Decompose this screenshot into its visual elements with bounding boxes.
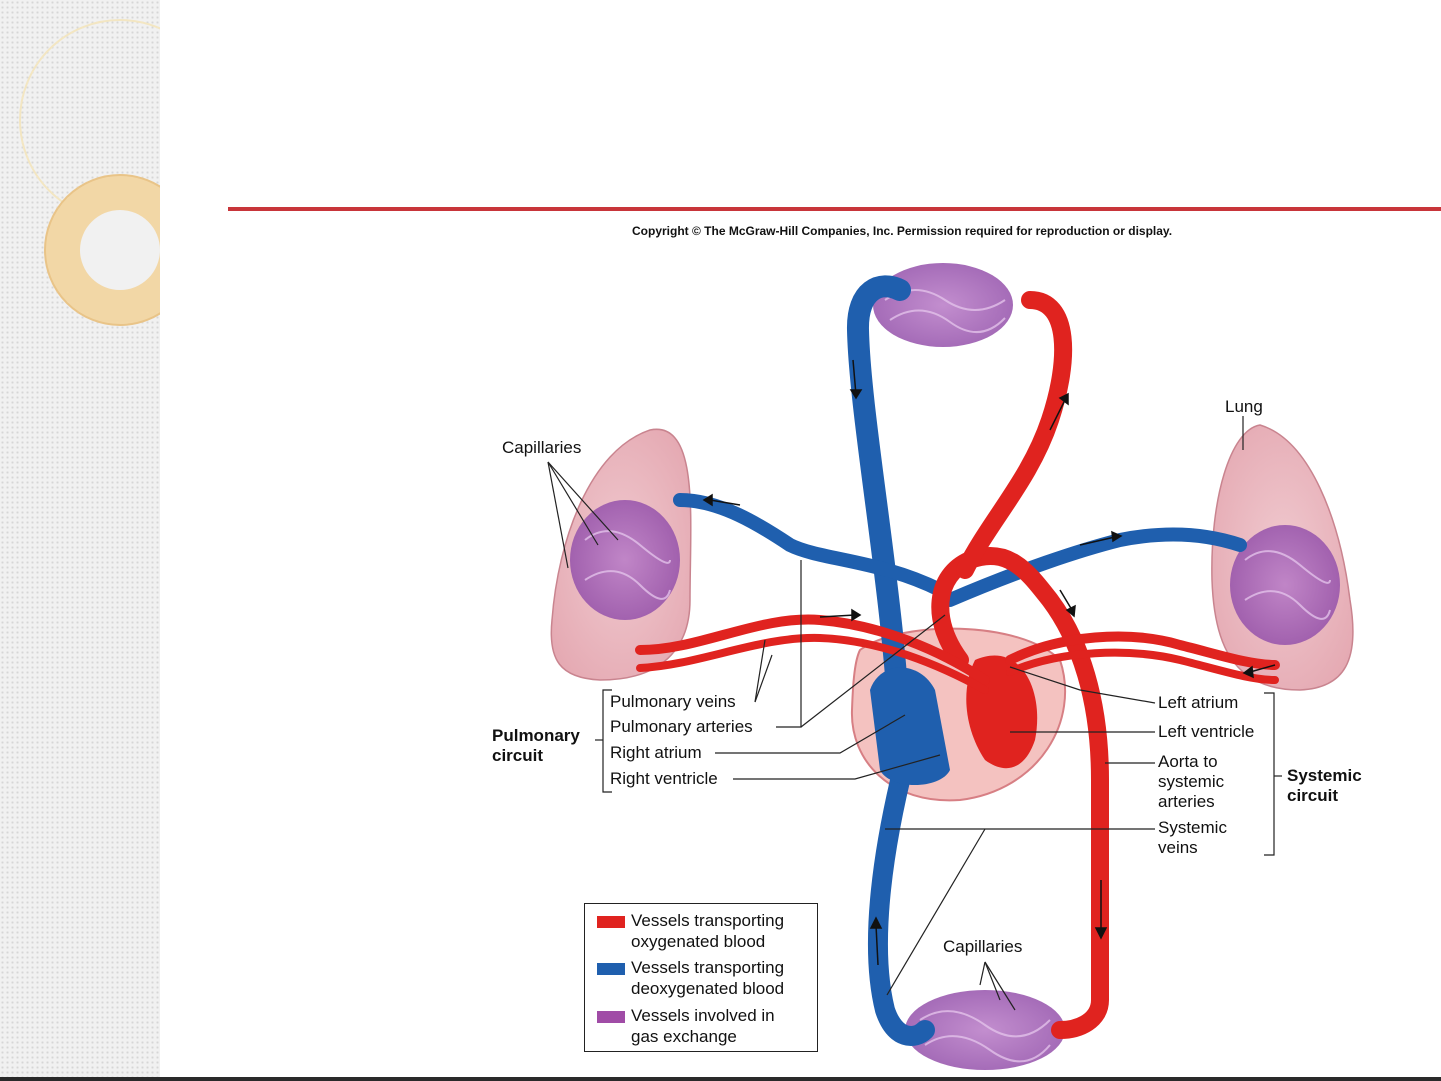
aorta-line2: systemic (1158, 772, 1225, 791)
label-systemic-veins: Systemic veins (1158, 818, 1227, 858)
pulmonary-artery-right (943, 527, 1247, 607)
leader-lines (547, 416, 1282, 1011)
pulmonary-vein-left (635, 614, 990, 685)
pulmonary-vein-right-2 (1006, 648, 1279, 684)
pulmonary-circuit-line1: Pulmonary (492, 726, 580, 745)
label-capillaries-systemic: Capillaries (943, 937, 1023, 956)
pulmonary-vein-right (1005, 631, 1280, 670)
pulmonary-artery-left (673, 493, 947, 597)
top-capillary-bed (873, 263, 1013, 347)
pulmonary-vein-left-2 (636, 633, 989, 694)
copyright-notice: Copyright © The McGraw-Hill Companies, I… (632, 224, 1173, 238)
bottom-capillary-bed (905, 990, 1065, 1070)
label-right-ventricle: Right ventricle (610, 769, 718, 788)
label-lung: Lung (1225, 397, 1263, 416)
label-left-ventricle: Left ventricle (1158, 722, 1255, 741)
label-systemic-circuit: Systemic circuit (1287, 766, 1362, 806)
decorative-rings (19, 19, 160, 326)
systemic-veins-line2: veins (1158, 838, 1198, 857)
decorative-sidebar (0, 0, 160, 1081)
legend-swatch-deoxygenated (597, 963, 625, 975)
legend-swatch-oxygenated (597, 916, 625, 928)
label-pulmonary-circuit: Pulmonary circuit (492, 726, 580, 766)
legend-swatch-gas-exchange (597, 1011, 625, 1023)
label-pulmonary-arteries: Pulmonary arteries (610, 717, 753, 736)
aorta-arch (931, 547, 1109, 1039)
systemic-circuit-line1: Systemic (1287, 766, 1362, 785)
label-pulmonary-veins: Pulmonary veins (610, 692, 736, 711)
aorta-line1: Aorta to (1158, 752, 1218, 771)
label-left-atrium: Left atrium (1158, 693, 1239, 712)
ascending-artery (956, 291, 1073, 579)
flow-arrows (702, 359, 1276, 966)
label-capillaries-lung: Capillaries (502, 438, 582, 457)
title-divider (228, 207, 1441, 211)
pulmonary-circuit-line2: circuit (492, 746, 544, 765)
inferior-vena-cava (867, 750, 935, 1046)
label-right-atrium: Right atrium (610, 743, 702, 762)
bottom-border (0, 1077, 1441, 1081)
right-heart (870, 667, 950, 785)
label-aorta: Aorta to systemic arteries (1158, 752, 1224, 812)
aorta-line3: arteries (1158, 792, 1215, 811)
systemic-circuit-line2: circuit (1287, 786, 1339, 805)
capillary-mesh (584, 289, 1331, 1063)
left-lung-capillaries (570, 500, 680, 620)
systemic-veins-line1: Systemic (1158, 818, 1227, 837)
